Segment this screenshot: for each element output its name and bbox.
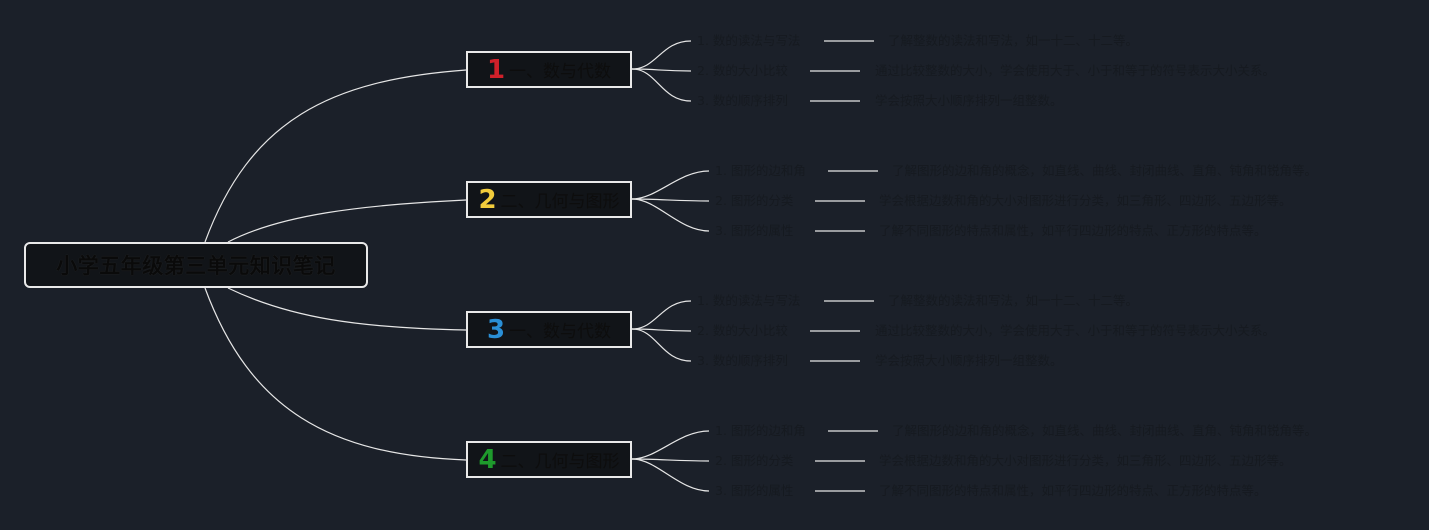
- branch-2-to-item-3-line: [631, 198, 710, 232]
- topic-item-description: 学会根据边数和角的大小对图形进行分类，如三角形、四边形、五边形等。: [879, 453, 1292, 468]
- root-to-branch-3-line: [227, 287, 467, 331]
- topic-item-label[interactable]: 3. 数的顺序排列: [697, 353, 788, 368]
- topic-item-description: 了解整数的读法和写法，如一十二、十二等。: [888, 293, 1139, 308]
- topic-item-label[interactable]: 1. 图形的边和角: [715, 163, 806, 178]
- branch-label: 一、数与代数: [509, 322, 612, 342]
- topic-item-description: 通过比较整数的大小，学会使用大于、小于和等于的符号表示大小关系。: [875, 63, 1276, 78]
- topic-item-description: 学会根据边数和角的大小对图形进行分类，如三角形、四边形、五边形等。: [879, 193, 1292, 208]
- branch-1-to-item-1-line: [631, 40, 692, 70]
- topic-item-description: 通过比较整数的大小，学会使用大于、小于和等于的符号表示大小关系。: [875, 323, 1276, 338]
- branch-number-badge: 1: [486, 54, 506, 85]
- branch-number-badge: 4: [478, 444, 497, 475]
- branch-label: 一、数与代数: [509, 62, 612, 82]
- topic-item-label[interactable]: 3. 数的顺序排列: [697, 93, 788, 108]
- topic-item-label[interactable]: 1. 图形的边和角: [715, 423, 806, 438]
- topic-item-label[interactable]: 1. 数的读法与写法: [697, 33, 801, 48]
- root-node[interactable]: 小学五年级第三单元知识笔记: [24, 242, 368, 288]
- branch-label: 二、几何与图形: [500, 192, 620, 212]
- topic-item-description: 了解图形的边和角的概念，如直线、曲线、封闭曲线、直角、钝角和锐角等。: [892, 423, 1318, 438]
- topic-item-label[interactable]: 2. 数的大小比较: [697, 63, 788, 78]
- topic-item-description: 学会按照大小顺序排列一组整数。: [875, 353, 1063, 368]
- branch-4-to-item-3-line: [631, 458, 710, 492]
- branch-2-to-item-2-line: [631, 198, 710, 202]
- topic-item-description: 了解不同图形的特点和属性，如平行四边形的特点、正方形的特点等。: [879, 223, 1267, 238]
- branch-label: 二、几何与图形: [500, 452, 620, 472]
- topic-item-description: 了解图形的边和角的概念，如直线、曲线、封闭曲线、直角、钝角和锐角等。: [892, 163, 1318, 178]
- branch-3-to-item-1-line: [631, 300, 692, 330]
- topic-item-description: 了解整数的读法和写法，如一十二、十二等。: [888, 33, 1139, 48]
- branch-4-to-item-1-line: [631, 430, 710, 460]
- branch-1-to-item-3-line: [631, 68, 692, 102]
- branch-3-to-item-3-line: [631, 328, 692, 362]
- branch-2-to-item-1-line: [631, 170, 710, 200]
- root-to-branch-1-line: [204, 69, 467, 243]
- branch-number-badge: 3: [486, 314, 506, 345]
- topic-item-label[interactable]: 2. 数的大小比较: [697, 323, 788, 338]
- topic-item-label[interactable]: 1. 数的读法与写法: [697, 293, 801, 308]
- branch-number-badge: 2: [478, 184, 497, 215]
- topic-item-label[interactable]: 2. 图形的分类: [715, 453, 794, 468]
- branch-4-to-item-2-line: [631, 458, 710, 462]
- topic-item-label[interactable]: 3. 图形的属性: [715, 223, 794, 238]
- root-to-branch-2-line: [227, 199, 467, 243]
- topic-item-description: 学会按照大小顺序排列一组整数。: [875, 93, 1063, 108]
- root-title: 小学五年级第三单元知识笔记: [56, 254, 336, 278]
- topic-item-label[interactable]: 3. 图形的属性: [715, 483, 794, 498]
- topic-item-label[interactable]: 2. 图形的分类: [715, 193, 794, 208]
- root-to-branch-4-line: [204, 287, 467, 461]
- topic-item-description: 了解不同图形的特点和属性，如平行四边形的特点、正方形的特点等。: [879, 483, 1267, 498]
